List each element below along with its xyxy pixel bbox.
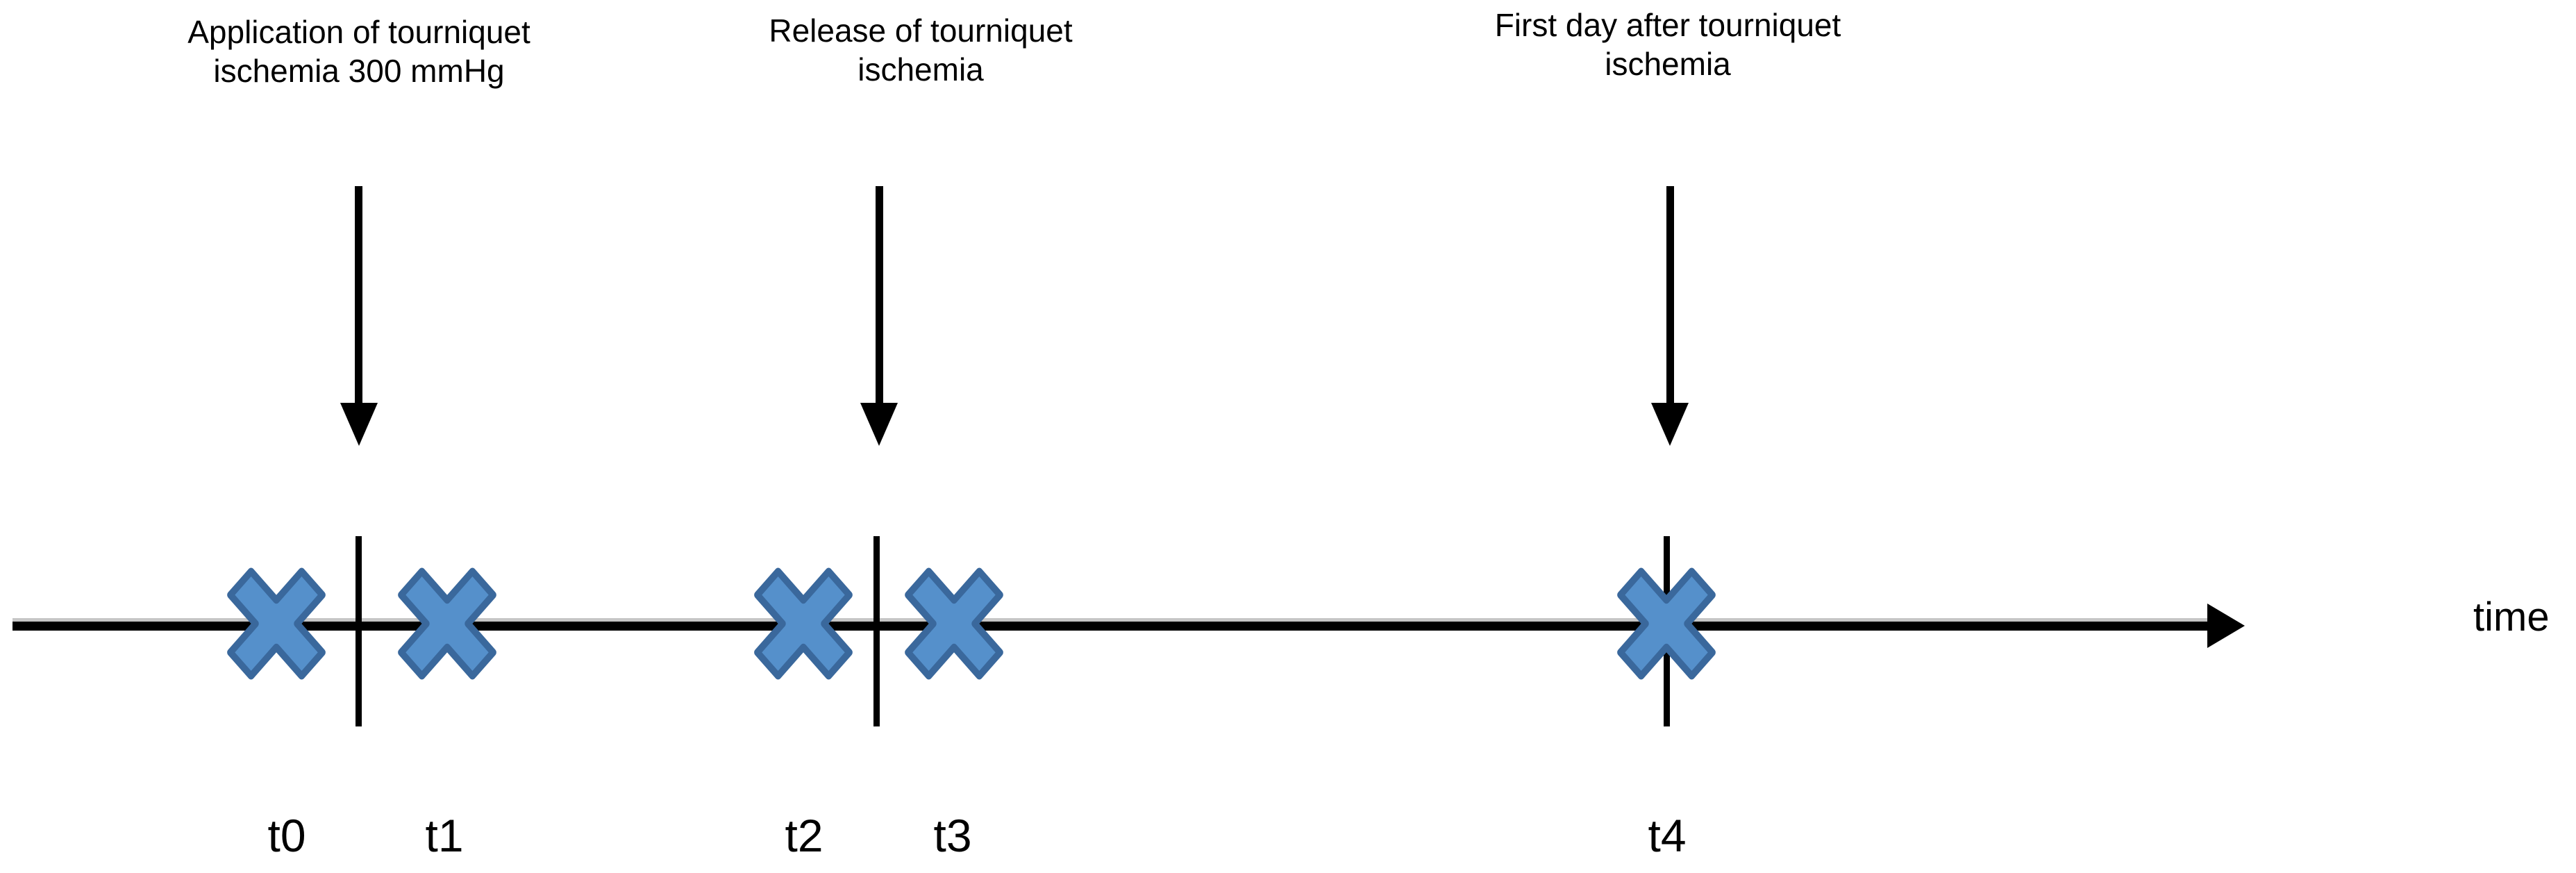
x-marker-t1-icon bbox=[398, 567, 496, 680]
timepoint-label-t1: t1 bbox=[425, 810, 464, 861]
time-axis-label: time bbox=[2473, 595, 2550, 640]
arrow-shaft bbox=[1666, 186, 1674, 407]
annotation-line: ischemia 300 mmHg bbox=[213, 53, 505, 89]
arrow-head-icon bbox=[860, 403, 898, 446]
arrow-head-icon bbox=[340, 403, 378, 446]
x-marker-t4-icon bbox=[1617, 567, 1716, 680]
timepoint-label-t3: t3 bbox=[933, 810, 972, 861]
arrow-shaft bbox=[876, 186, 883, 407]
arrow-head-icon bbox=[1651, 403, 1689, 446]
x-marker-t0-icon bbox=[227, 567, 326, 680]
time-axis-line bbox=[12, 622, 2209, 631]
time-axis-halo bbox=[12, 618, 2209, 622]
tick-mark-t2-t3 bbox=[873, 536, 880, 726]
annotation-line: Application of tourniquet bbox=[187, 14, 530, 50]
annotation-release: Release of tourniquet ischemia bbox=[769, 11, 1072, 89]
annotation-line: ischemia bbox=[858, 51, 984, 88]
timepoint-label-t2: t2 bbox=[785, 810, 823, 861]
x-marker-t3-icon bbox=[905, 567, 1003, 680]
annotation-line: Release of tourniquet bbox=[769, 13, 1073, 49]
annotation-first-day: First day after tourniquet ischemia bbox=[1495, 6, 1841, 83]
annotation-application: Application of tourniquet ischemia 300 m… bbox=[187, 13, 530, 90]
annotation-line: ischemia bbox=[1605, 46, 1731, 82]
tick-mark-t0-t1 bbox=[356, 536, 362, 726]
timepoint-label-t4: t4 bbox=[1648, 810, 1687, 861]
arrow-shaft bbox=[355, 186, 362, 407]
x-marker-t2-icon bbox=[754, 567, 853, 680]
time-axis-arrowhead-icon bbox=[2207, 604, 2245, 648]
annotation-line: First day after tourniquet bbox=[1494, 7, 1841, 43]
timepoint-label-t0: t0 bbox=[267, 810, 306, 861]
